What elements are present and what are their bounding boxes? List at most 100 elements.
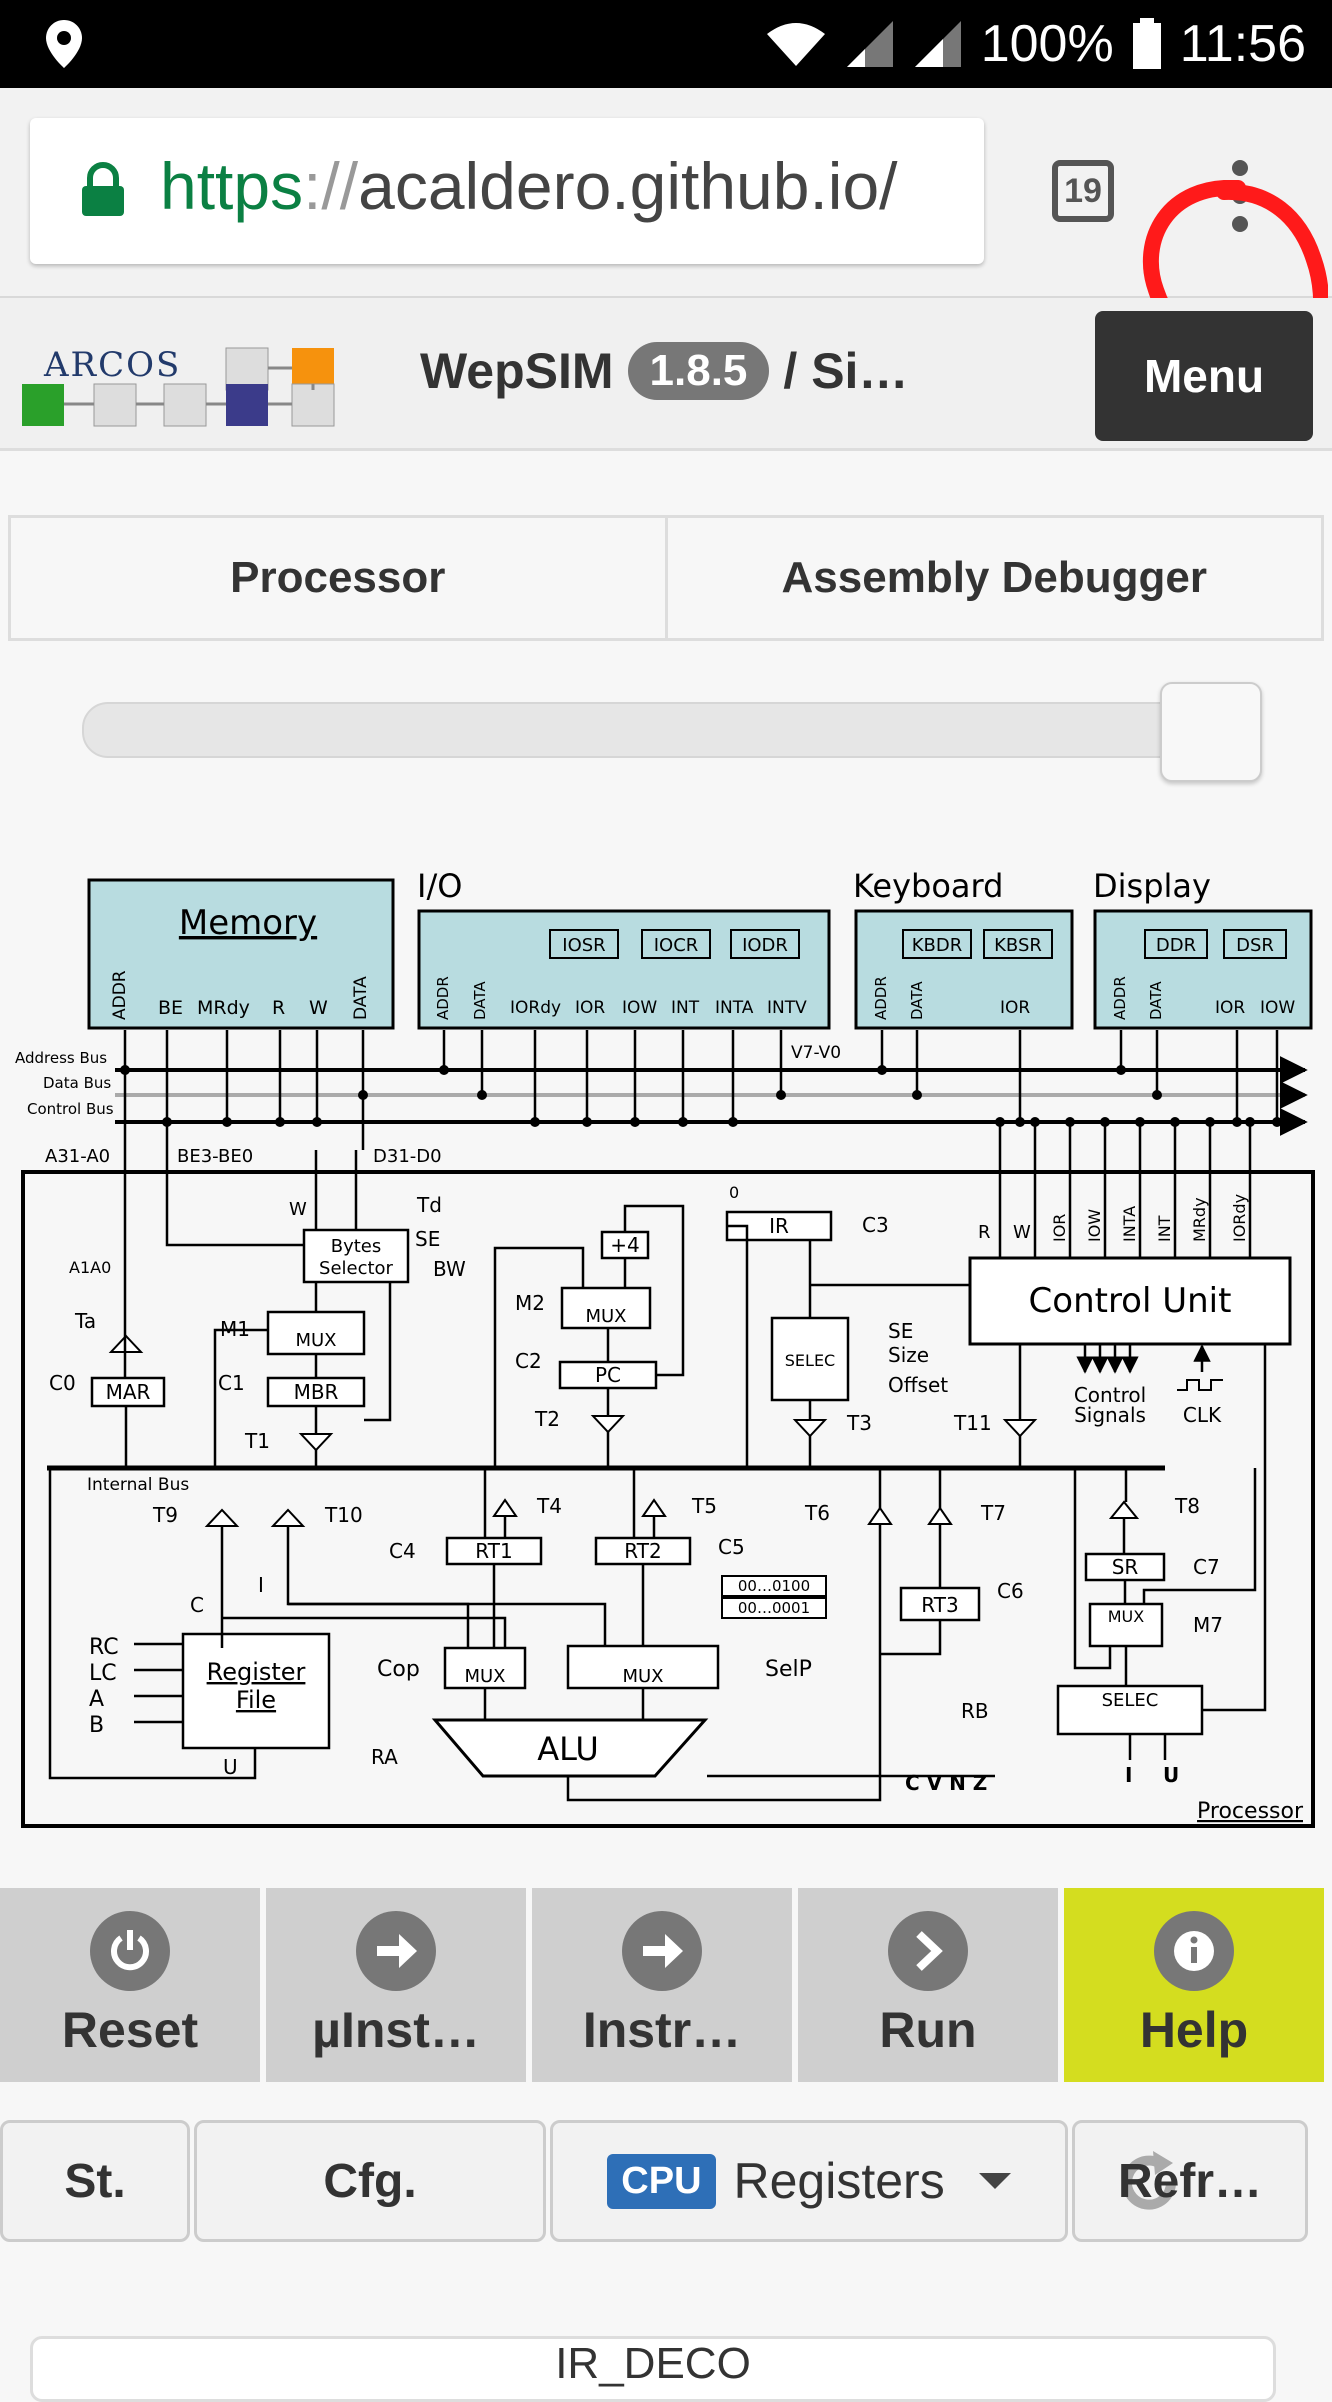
refresh-button[interactable]: Refr… <box>1072 2120 1308 2242</box>
refresh-icon <box>1122 2151 1176 2210</box>
arcos-logo: ARCOS <box>22 345 335 427</box>
cu-sig-w: W <box>1013 1222 1031 1243</box>
dp-sig-iow: IOW <box>1260 998 1295 1018</box>
mem-sig-mrdy: MRdy <box>197 997 250 1019</box>
cu-sig-inta: INTA <box>1120 1206 1139 1242</box>
dp-sig-addr: ADDR <box>1111 976 1129 1020</box>
label-t9: T9 <box>152 1503 178 1527</box>
io-sig-inta: INTA <box>715 998 754 1018</box>
instruction-step-button[interactable]: Instr… <box>532 1888 792 2082</box>
mem-sig-addr: ADDR <box>110 970 130 1020</box>
rt3-box <box>899 1586 981 1622</box>
help-button[interactable]: Help <box>1064 1888 1324 2082</box>
mux-m7-box <box>1088 1602 1164 1648</box>
label-ra: RC <box>89 1635 119 1660</box>
states-button[interactable]: St. <box>0 2120 190 2242</box>
label-rb: LC <box>89 1661 117 1686</box>
refresh-label: Refr… <box>1117 2154 1263 2208</box>
ir-deco-label: IR_DECO <box>555 2339 751 2388</box>
menu-button[interactable]: Menu <box>1095 311 1313 441</box>
alu-label: ALU <box>537 1730 599 1768</box>
microinstruction-step-button[interactable]: µInst… <box>266 1888 526 2082</box>
tab-assembly-debugger[interactable]: Assembly Debugger <box>664 518 1322 638</box>
address-bar[interactable]: https://acaldero.github.io/ <box>30 118 984 264</box>
label-a1a0: A1A0 <box>69 1258 111 1277</box>
label-offset: Offset <box>888 1373 948 1397</box>
sr-label: SR <box>1112 1555 1139 1579</box>
control-bus-label: Control Bus <box>27 1100 114 1118</box>
dp-reg-dsr: DSR <box>1236 935 1274 956</box>
io-sig-intv: INTV <box>767 998 807 1018</box>
label-cop: RA <box>371 1745 398 1769</box>
config-button[interactable]: Cfg. <box>194 2120 546 2242</box>
label-c7: C7 <box>1193 1555 1220 1579</box>
ir-label: IR <box>769 1214 789 1238</box>
signal-icon-2 <box>914 21 961 67</box>
app-title: WepSIM 1.8.5 / Si… <box>420 342 908 400</box>
mbr-label: MBR <box>294 1380 339 1404</box>
io-sig-ior: IOR <box>575 998 605 1018</box>
bus-label-a31-a0: A31-A0 <box>45 1146 110 1167</box>
version-badge: 1.8.5 <box>627 342 770 400</box>
slider-thumb[interactable] <box>1160 682 1262 782</box>
registers-label: Registers <box>733 2153 945 2209</box>
keyboard-label: Keyboard <box>853 867 1003 905</box>
bus-label-be3-be0: BE3-BE0 <box>177 1146 253 1167</box>
io-sig-iordy: IORdy <box>510 998 561 1018</box>
label-t8: T8 <box>1174 1494 1200 1518</box>
label-t10: T10 <box>324 1503 363 1527</box>
reset-button[interactable]: Reset <box>0 1888 260 2082</box>
view-slider[interactable] <box>82 682 1262 782</box>
mbr-box <box>266 1376 366 1408</box>
signal-icon <box>846 21 893 67</box>
label-c3: C3 <box>862 1213 889 1237</box>
address-bus-label: Address Bus <box>15 1049 107 1067</box>
control-unit-box <box>968 1256 1292 1346</box>
label-a: C <box>190 1593 204 1617</box>
internal-bus-label: Internal Bus <box>87 1475 189 1495</box>
processor-label: Processor <box>1197 1799 1304 1824</box>
tab-processor[interactable]: Processor <box>230 553 446 602</box>
execution-controls: Reset µInst… Instr… Run Help <box>0 1888 1332 2082</box>
mux-m2-label: MUX <box>585 1306 626 1327</box>
dp-reg-ddr: DDR <box>1156 935 1196 956</box>
control-signals-label-2: Signals <box>1074 1403 1146 1427</box>
label-se: SE <box>415 1227 440 1251</box>
app-name: WepSIM <box>420 343 614 399</box>
clock: 11:56 <box>1179 15 1306 73</box>
const-001: 00…0001 <box>738 1599 810 1617</box>
mem-sig-r: R <box>272 997 285 1019</box>
label-t3: T3 <box>846 1411 872 1435</box>
data-bus-label: Data Bus <box>43 1074 111 1092</box>
label-td: Td <box>416 1193 442 1217</box>
register-file-label-2: File <box>236 1686 276 1714</box>
ir-deco-panel: IR_DECO <box>30 2336 1276 2402</box>
reset-label: Reset <box>61 2002 199 2058</box>
run-button[interactable]: Run <box>798 1888 1058 2082</box>
tab-switcher-button[interactable]: 19 <box>1052 160 1114 222</box>
url-text: https://acaldero.github.io/ <box>160 149 898 223</box>
bus-label-d31-d0: D31-D0 <box>373 1146 442 1167</box>
label-c0: C0 <box>49 1371 76 1395</box>
cu-sig-iow: IOW <box>1085 1209 1104 1242</box>
control-signals-label: Control <box>1074 1383 1146 1407</box>
label-c1: C1 <box>218 1371 245 1395</box>
label-t6: T6 <box>804 1501 830 1525</box>
mem-sig-w: W <box>309 997 328 1019</box>
uinst-label: µInst… <box>312 2002 480 2058</box>
rt1-box <box>445 1536 543 1566</box>
kb-sig-addr: ADDR <box>872 976 890 1020</box>
battery-percent: 100% <box>980 15 1114 73</box>
selec-p-label: SELEC <box>1102 1690 1159 1711</box>
io-label: I/O <box>417 867 462 905</box>
wifi-icon <box>766 23 825 66</box>
io-sig-addr: ADDR <box>434 976 452 1020</box>
registers-dropdown[interactable]: CPU Registers <box>550 2120 1068 2242</box>
power-icon <box>90 1911 170 1991</box>
kb-reg-kbsr: KBSR <box>994 935 1042 956</box>
label-m7: M7 <box>1193 1613 1223 1637</box>
bus-label-v7-v0: V7-V0 <box>791 1043 841 1063</box>
info-icon <box>1154 1911 1234 1991</box>
label-b: I <box>258 1573 264 1597</box>
label-m2: M2 <box>515 1291 545 1315</box>
